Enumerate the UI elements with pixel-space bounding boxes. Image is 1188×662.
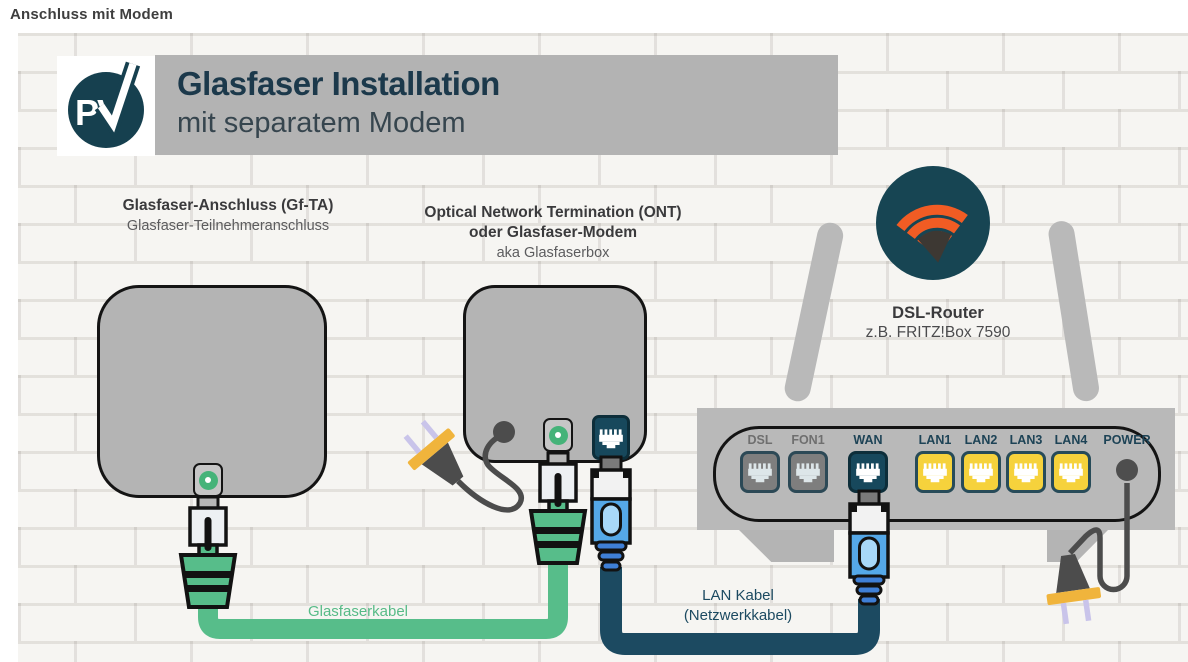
router-title: DSL-Router (892, 304, 984, 322)
rj45-port-icon (961, 451, 1001, 493)
fiber-cable-label: Glasfaserkabel (307, 603, 409, 620)
diagram-canvas: PV Glasfaser Installation mit separatem … (18, 33, 1188, 662)
lan-cable-label-line1: LAN Kabel (702, 587, 774, 604)
router-subtitle: z.B. FRITZ!Box 7590 (865, 324, 1011, 341)
rj45-port-icon (848, 451, 888, 493)
rj45-port-icon (915, 451, 955, 493)
router-foot-right (1047, 530, 1108, 562)
power-port-icon (1116, 459, 1138, 481)
fiber-port-dot-icon (198, 470, 218, 490)
port-label: DSL (747, 433, 773, 447)
port-label: LAN2 (964, 433, 998, 447)
ont-title-line2: oder Glasfaser-Modem (469, 224, 637, 241)
router-foot-left (739, 530, 834, 562)
router-port-dsl: DSL (737, 433, 783, 493)
port-label: LAN4 (1054, 433, 1088, 447)
gfta-title: Glasfaser-Anschluss (Gf-TA) (122, 197, 334, 214)
ont-fiber-port-icon (543, 418, 573, 452)
page-title: Anschluss mit Modem (10, 6, 173, 23)
gfta-label: Glasfaser-Anschluss (Gf-TA) Glasfaser-Te… (53, 196, 403, 236)
ont-label: Optical Network Termination (ONT) oder G… (378, 203, 728, 263)
port-label: LAN1 (918, 433, 952, 447)
lan-connector-icon (590, 455, 632, 572)
provider-logo: PV (57, 56, 155, 156)
wifi-icon (876, 166, 990, 280)
fiber-connector-icon (179, 495, 237, 609)
fiber-connector-icon (529, 451, 587, 565)
ont-wan-port-icon (592, 415, 630, 460)
rj45-port-icon (1051, 451, 1091, 493)
router-port-wan: WAN (845, 433, 891, 493)
lan-cable-label: LAN Kabel (Netzwerkkabel) (648, 586, 828, 626)
router-power-plug-icon (1041, 551, 1105, 627)
router-label: DSL-Router z.B. FRITZ!Box 7590 (813, 303, 1063, 343)
fiber-port-dot-icon (548, 425, 568, 445)
port-label: FON1 (791, 433, 825, 447)
rj45-port-icon (740, 451, 780, 493)
banner-subtitle: mit separatem Modem (177, 107, 466, 139)
ont-title-line1: Optical Network Termination (ONT) (424, 204, 682, 221)
port-label: POWER (1103, 433, 1151, 447)
ont-subtitle: aka Glasfaserbox (496, 245, 610, 261)
lan-cable-label-line2: (Netzwerkkabel) (683, 607, 793, 624)
port-label: WAN (853, 433, 883, 447)
pv-logo-icon: PV (68, 61, 144, 148)
gfta-box (97, 285, 327, 498)
router-port-lan1: LAN1 (912, 433, 958, 493)
router-port-panel (713, 426, 1161, 522)
gfta-fiber-port-icon (193, 463, 223, 497)
router-port-lan3: LAN3 (1003, 433, 1049, 493)
rj45-port-icon (1006, 451, 1046, 493)
router-port-fon1: FON1 (785, 433, 831, 493)
port-label: LAN3 (1009, 433, 1043, 447)
gfta-subtitle: Glasfaser-Teilnehmeranschluss (126, 218, 330, 234)
rj45-port-icon (788, 451, 828, 493)
router-port-power: POWER (1097, 433, 1157, 481)
router-port-lan2: LAN2 (958, 433, 1004, 493)
banner: Glasfaser Installation mit separatem Mod… (155, 55, 838, 155)
router-port-lan4: LAN4 (1048, 433, 1094, 493)
banner-title: Glasfaser Installation (177, 65, 500, 102)
